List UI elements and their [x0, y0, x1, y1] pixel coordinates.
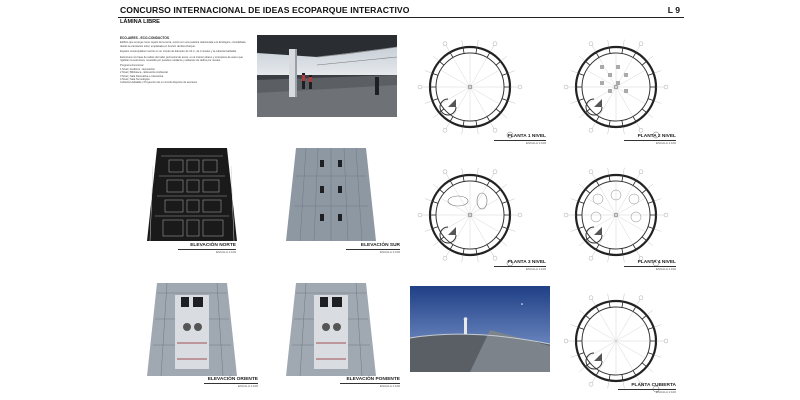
- label-underline: [624, 140, 676, 141]
- elevation-label: ELEVACIÓN SUR: [360, 243, 400, 248]
- plan-scale: ESCALA 1:100: [525, 141, 546, 145]
- competition-sheet: CONCURSO INTERNACIONAL DE IDEAS ECOPARQU…: [118, 3, 684, 397]
- elevation-east-drawing: [145, 281, 239, 376]
- project-description: ECO-AIRES - ECO-CONDUCTOS Edificio que e…: [120, 36, 246, 85]
- program-list: Programa Funcional 1 Nivel | Auditorio -…: [120, 64, 246, 84]
- plan-scale: ESCALA 1:100: [525, 267, 546, 271]
- label-underline: [178, 249, 236, 250]
- plan-label: PLANTA 4 NIVEL: [637, 260, 676, 265]
- interior-render: [257, 35, 397, 117]
- elevation-label: ELEVACIÓN PONIENTE: [346, 377, 400, 382]
- elevation-scale: ESCALA 1:100: [379, 384, 400, 388]
- elevation-label: ELEVACIÓN ORIENTE: [207, 377, 258, 382]
- plan-label: PLANTA CUBIERTA: [631, 383, 676, 388]
- sheet-subtitle: LÁMINA LIBRE: [120, 19, 160, 25]
- program-item: 1 Nivel | Auditorio - Exposición: [120, 67, 155, 71]
- label-underline: [494, 266, 546, 267]
- program-item: Programa Funcional: [120, 64, 144, 68]
- plan-scale: ESCALA 1:100: [655, 141, 676, 145]
- elevation-scale: ESCALA 1:100: [379, 250, 400, 254]
- program-item: Cubierta Habitable | Proyección de un ci…: [120, 81, 197, 85]
- elevation-north-drawing: [145, 146, 239, 241]
- plan-label: PLANTA 2 NIVEL: [637, 134, 676, 139]
- elevation-scale: ESCALA 1:100: [215, 250, 236, 254]
- plan-level-2: [560, 31, 672, 143]
- description-paragraph-3: Estructura con base de radios del radio …: [120, 55, 243, 63]
- description-paragraph-1: Edificio que emerge como reparo de la ti…: [120, 41, 246, 48]
- elevation-south-drawing: [284, 146, 378, 241]
- label-underline: [624, 266, 676, 267]
- sheet-header: CONCURSO INTERNACIONAL DE IDEAS ECOPARQU…: [118, 3, 684, 18]
- plan-roof: [560, 285, 672, 397]
- label-underline: [340, 383, 400, 384]
- elevation-label: ELEVACIÓN NORTE: [190, 243, 236, 248]
- program-item: 4 Nivel | Sala Tecnológica: [120, 78, 150, 82]
- plan-label: PLANTA 3 NIVEL: [507, 260, 546, 265]
- label-underline: [346, 249, 400, 250]
- plan-level-1: [414, 31, 526, 143]
- label-underline: [494, 140, 546, 141]
- elevation-west-drawing: [284, 281, 378, 376]
- plan-level-3: [414, 159, 526, 271]
- plan-level-4: [560, 159, 672, 271]
- program-item: 3 Nivel | Sala Recreativa e Interactiva: [120, 74, 164, 78]
- description-heading: ECO-AIRES - ECO-CONDUCTOS: [120, 36, 169, 40]
- plan-scale: ESCALA 1:100: [655, 390, 676, 394]
- roof-render: [410, 286, 550, 372]
- program-item: 2 Nivel | Biblioteca - Educación Ambient…: [120, 71, 168, 75]
- plan-label: PLANTA 1 NIVEL: [507, 134, 546, 139]
- label-underline: [204, 383, 258, 384]
- plan-scale: ESCALA 1:100: [655, 267, 676, 271]
- sheet-number: L 9: [667, 5, 680, 15]
- sheet-title: CONCURSO INTERNACIONAL DE IDEAS ECOPARQU…: [120, 5, 410, 15]
- label-underline: [618, 389, 676, 390]
- description-paragraph-2: Espacio contemplativo inscrito en un cír…: [120, 50, 237, 54]
- elevation-scale: ESCALA 1:100: [237, 384, 258, 388]
